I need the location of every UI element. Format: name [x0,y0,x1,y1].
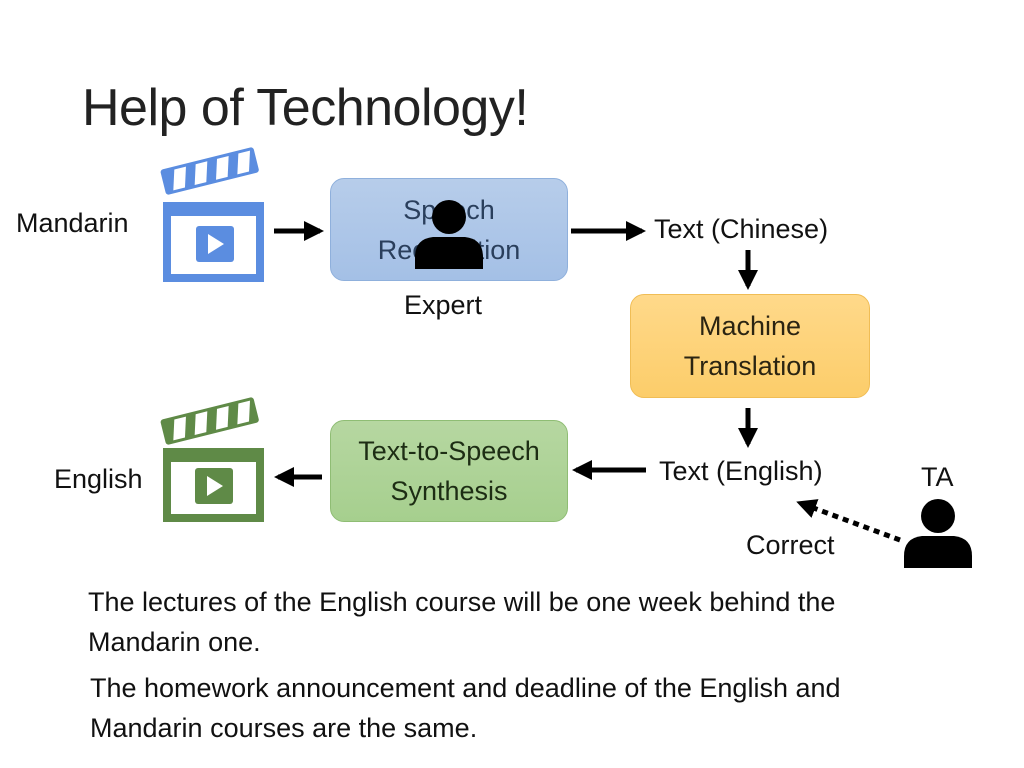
page-title: Help of Technology! [82,79,529,137]
text-chinese-label: Text (Chinese) [654,214,829,244]
tts-line1: Text-to-Speech [358,436,540,466]
person-icon [904,499,972,568]
speech-recognition-line1: Speech [403,194,495,225]
note-line-1: The lectures of the English course will … [88,587,836,657]
speech-recognition-line2: Recognition [377,234,521,265]
tts-line2: Synthesis [390,476,508,506]
ta-label: TA [921,462,954,492]
output-language-label: English [54,464,143,494]
machine-translation-line1: Machine [698,311,802,341]
expert-label: Expert [404,290,483,320]
dotted-arrow-icon [796,499,901,543]
input-language-label: Mandarin [16,208,129,238]
video-clapper-icon [160,147,264,282]
text-english-label: Text (English) [659,456,823,486]
machine-translation-line2: Translation [683,351,817,381]
note-line-2: The homework announcement and deadline o… [90,673,841,743]
machine-translation-box: Machine Translation [630,294,870,398]
tts-box: Text-to-Speech Synthesis [330,420,568,522]
correct-label: Correct [746,530,835,560]
speech-recognition-box: Speech Recognition [330,178,568,281]
video-clapper-icon [160,397,264,522]
